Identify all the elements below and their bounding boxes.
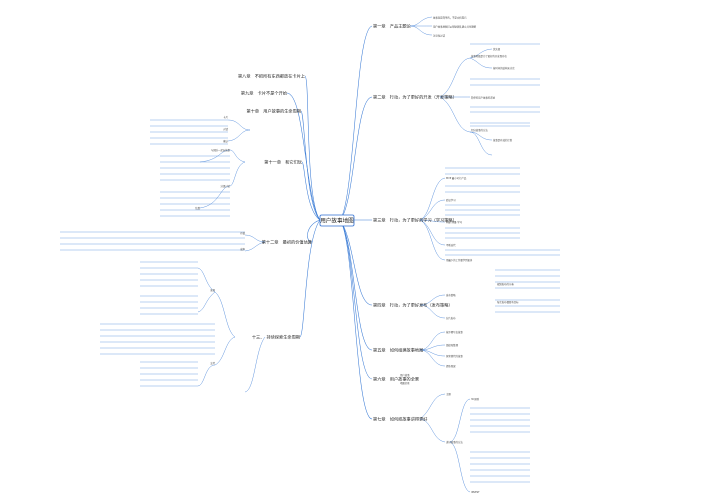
leaf-lines <box>60 43 560 483</box>
c3-detail-1: MVP 最小可行产品 <box>446 176 467 180</box>
c12-detail-2: 成本 <box>240 247 245 251</box>
chapter-6[interactable]: 第六章 用户故事的全景 <box>373 376 419 383</box>
c2-detail-6: 故事是有效的计划 <box>493 138 513 142</box>
c2-detail-4: 优先级 <box>493 47 501 51</box>
c4-detail-2: 分片发布 <box>446 316 456 320</box>
c2-detail-2: 简单的用户故事的讲述 <box>471 96 496 100</box>
c13-detail-1: 发现 <box>210 288 215 292</box>
chapter-12[interactable]: 第十二章 最初的价值估算 <box>262 239 312 246</box>
c5-detail-1: 按步骤写出故事 <box>446 330 463 334</box>
left-detail-edges <box>197 119 266 393</box>
chapter-7[interactable]: 第七章 如何把故事讲得更好 <box>373 416 427 423</box>
chapter-8[interactable]: 第八章 不把所有东西都放在卡片上 <box>238 73 305 80</box>
c3-detail-3: 构建-测量-学习 <box>446 220 463 224</box>
c4-detail-3: 规划发布的节奏 <box>497 282 514 286</box>
c12-detail-1: 价值 <box>240 231 245 235</box>
c11-detail-1: 与团队一起玩故事 <box>211 148 231 152</box>
c2-detail-5: 按时间的结构来讨论 <box>493 66 515 70</box>
c7-detail-2: 讲好故事的方法 <box>446 440 463 444</box>
c10-detail-1: 卡片 <box>223 115 228 119</box>
c4-detail-1: 发布策略 <box>446 293 456 297</box>
chapter-11[interactable]: 第十一章 和它们玩 <box>264 159 303 166</box>
c5-detail-4: 提炼骨架 <box>446 364 456 368</box>
chapter-3[interactable]: 第三章 行动，为了更好的学习（学习策略） <box>373 217 457 224</box>
c6-detail-1: 用户故事 <box>400 373 410 377</box>
c3-detail-2: 验证学习 <box>446 198 456 202</box>
c7-detail-1: 主题 <box>446 392 451 396</box>
chapter-4[interactable]: 第四章 行动，为了更好发布（发布策略） <box>373 302 453 309</box>
c6-detail-2: 地图全景 <box>400 381 410 385</box>
c7-detail-4: INVEST <box>471 491 480 494</box>
main-edges <box>286 25 373 420</box>
c2-detail-1: 故事地图是为了更好的开发而存在 <box>471 54 507 58</box>
chapter-2[interactable]: 第二章 行动，为了更好的开发（开发策略） <box>373 94 457 101</box>
c10-detail-3: 确认 <box>223 139 228 143</box>
c4-detail-4: 每次发布都要有目标 <box>497 300 519 304</box>
c10-detail-2: 对话 <box>223 127 228 131</box>
chapter-5[interactable]: 第五章 如何组建故事地图 <box>373 347 423 354</box>
c7-detail-3: 3C原则 <box>471 397 480 401</box>
chapter-13[interactable]: 十三、 持续探索生命周期 <box>252 334 300 341</box>
c3-detail-4: 不断迭代 <box>446 243 456 247</box>
chapter-10[interactable]: 第十章 用户故事的生命周期 <box>247 108 301 115</box>
root-node[interactable]: 用户故事地图 <box>319 214 355 227</box>
c5-detail-2: 组织和整理 <box>446 343 459 347</box>
c3-detail-5: 用最少的工作量学到更多 <box>446 258 473 262</box>
c1-detail-2: 用户故事地图可以帮助团队建立共享理解 <box>433 25 477 29</box>
c5-detail-3: 探索替代的故事 <box>446 354 463 358</box>
c13-detail-2: 交付 <box>210 361 215 365</box>
c2-detail-3: 切分故事的方法 <box>471 128 488 132</box>
c11-detail-2: 分组讨论 <box>220 184 230 188</box>
c1-detail-3: 讨论和对话 <box>433 34 446 38</box>
c11-detail-3: 估算 <box>195 206 200 210</box>
root-label: 用户故事地图 <box>320 217 354 225</box>
chapter-1[interactable]: 第一章 产品主题论 <box>373 23 412 30</box>
chapter-9[interactable]: 第九章 卡片不是个开始 <box>241 90 288 97</box>
c1-detail-1: 故事就是简单的，不是文档而已 <box>433 16 467 20</box>
